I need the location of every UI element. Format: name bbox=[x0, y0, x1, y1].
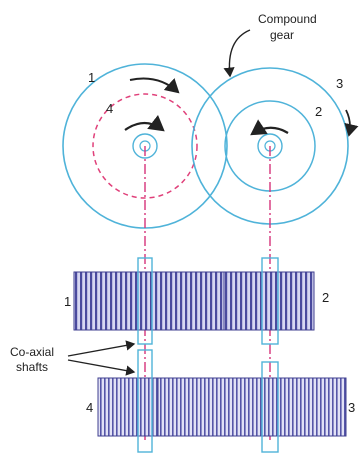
compound-gear-leader-arrow-icon bbox=[223, 29, 251, 78]
gear-1-label: 1 bbox=[88, 70, 95, 85]
coaxial-leader-arrow-lower-icon bbox=[67, 359, 136, 376]
side-gear-2-label: 2 bbox=[322, 290, 329, 305]
coaxial-leader-arrow-upper-icon bbox=[67, 340, 136, 357]
gear-4-rotation-arrow-icon bbox=[124, 114, 165, 132]
shaft-1-outer-ring bbox=[132, 133, 158, 159]
gear-4-hidden-circle bbox=[92, 93, 198, 199]
gear-3-label: 3 bbox=[336, 76, 343, 91]
shaft-1-lower-housing bbox=[137, 349, 153, 453]
side-view-lower-row: 4 3 bbox=[86, 349, 355, 453]
side-view-upper-row: 1 2 bbox=[64, 257, 329, 345]
side-gear-1-body bbox=[73, 271, 225, 331]
gear-4-label: 4 bbox=[106, 101, 113, 116]
side-gear-1-label: 1 bbox=[64, 294, 71, 309]
compound-gear-label-line-1: Compound bbox=[258, 12, 317, 26]
shaft-2-lower-housing bbox=[261, 361, 279, 453]
side-gear-3-label: 3 bbox=[348, 400, 355, 415]
shaft-1-upper-housing bbox=[137, 257, 153, 345]
coaxial-shafts-label-line-2: shafts bbox=[16, 360, 48, 374]
gear-1-rotation-arrow-icon bbox=[129, 77, 180, 94]
side-gear-4-label: 4 bbox=[86, 400, 93, 415]
coaxial-shafts-label-line-1: Co-axial bbox=[10, 345, 54, 359]
side-gear-3-body bbox=[157, 377, 347, 437]
side-gear-2-body bbox=[223, 271, 315, 331]
gear-3-rotation-arrow-icon bbox=[344, 109, 359, 137]
compound-gear-label-line-2: gear bbox=[270, 28, 294, 42]
top-view: 1 4 2 3 Compound gear bbox=[62, 12, 359, 229]
shaft-2-upper-housing bbox=[261, 257, 279, 345]
coaxial-shafts-annotation: Co-axial shafts bbox=[10, 340, 136, 376]
side-gear-4-body bbox=[97, 377, 159, 437]
gear-2-label: 2 bbox=[315, 104, 322, 119]
shaft-2-outer-ring bbox=[257, 133, 283, 159]
gear-2-rotation-arrow-icon bbox=[250, 119, 289, 136]
